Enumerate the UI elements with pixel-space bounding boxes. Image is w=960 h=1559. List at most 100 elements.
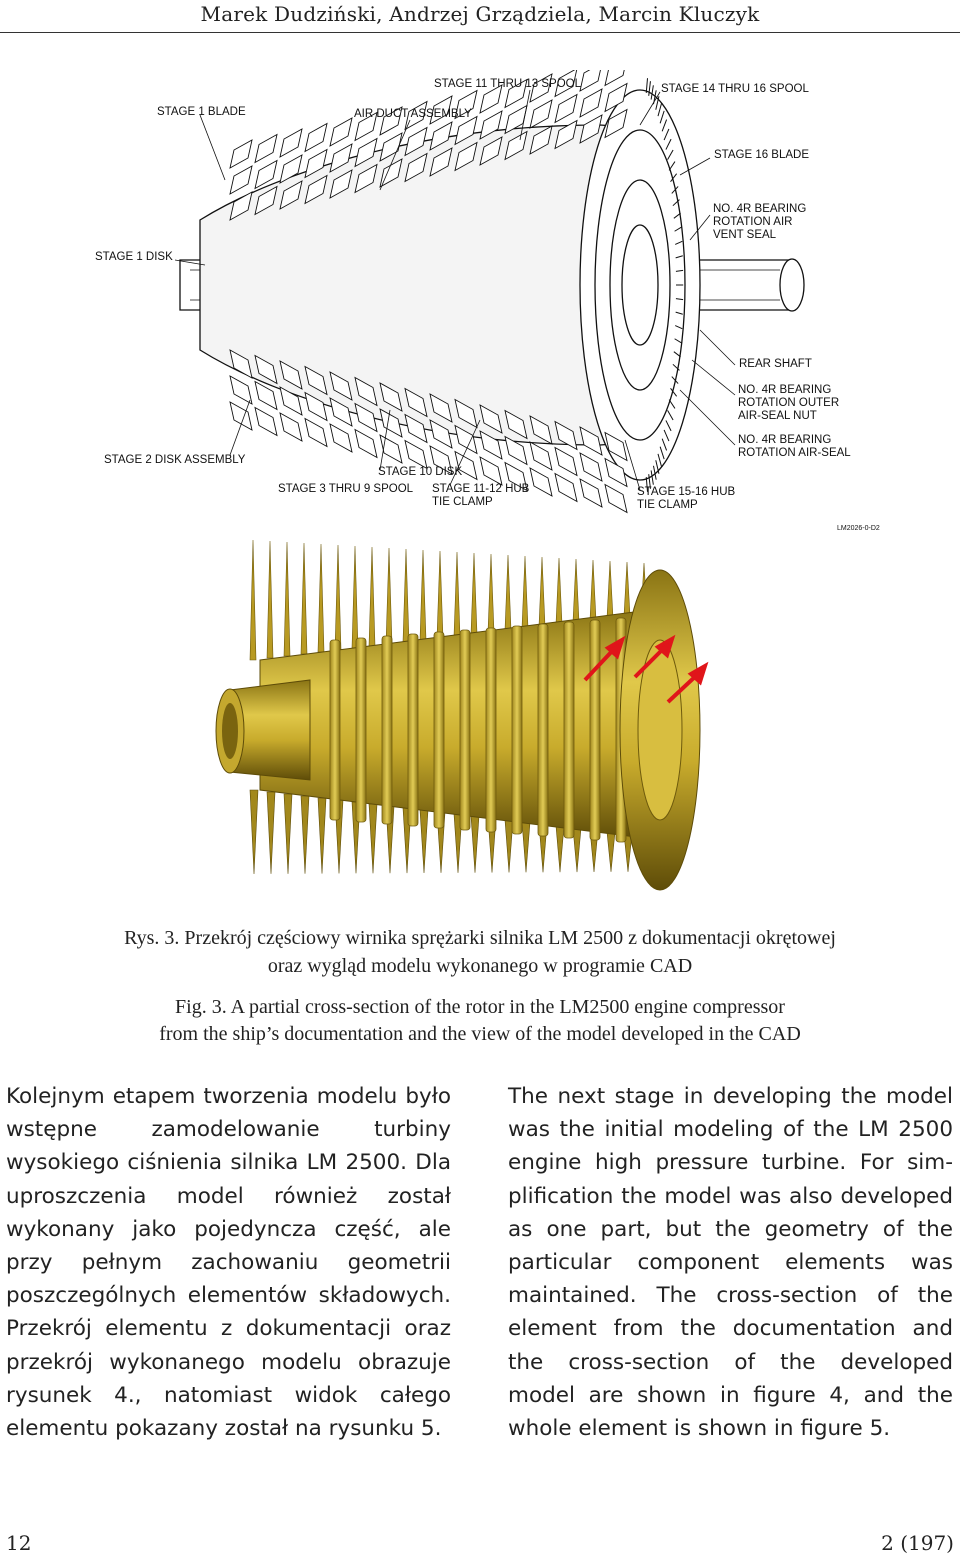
technical-drawing-figure: STAGE 1 BLADE AIR DUCT ASSEMBLY STAGE 11… — [80, 56, 880, 540]
blade-top — [279, 180, 303, 210]
blade-top — [504, 130, 528, 161]
cad-blade-bottom — [283, 793, 293, 874]
disk-tooth — [668, 161, 676, 171]
cad-blade-top — [555, 557, 563, 625]
page-number: 12 — [6, 1531, 32, 1555]
cad-disk — [589, 619, 601, 841]
disk-tooth — [657, 453, 663, 467]
cad-blade-bottom — [606, 831, 616, 872]
blade-top — [579, 62, 603, 92]
cad-blade-top — [487, 553, 495, 633]
disk-tooth — [665, 420, 672, 432]
cad-rotor-render — [215, 539, 709, 891]
disk-tooth — [652, 465, 657, 480]
disk-tooth — [645, 476, 648, 492]
cad-blade-top — [402, 548, 410, 643]
cad-blade-top — [606, 560, 614, 619]
blade-bottom — [379, 382, 403, 412]
rear-disk — [579, 89, 701, 481]
blade-top — [429, 147, 453, 177]
blade-top — [354, 163, 378, 194]
disk-tooth — [667, 410, 674, 421]
blade-bottom — [229, 401, 253, 431]
cad-blade-top — [249, 539, 257, 661]
label-stage3-9-spool: STAGE 3 THRU 9 SPOOL — [278, 483, 414, 495]
blade-top — [429, 121, 453, 151]
blade-bottom — [454, 424, 478, 455]
cad-blade-top — [368, 546, 376, 647]
blade-top — [254, 185, 278, 216]
disk-tooth — [663, 429, 670, 442]
blade-top — [429, 95, 453, 125]
blade-top — [504, 78, 528, 109]
cad-model-figure — [190, 539, 750, 905]
disk-tooth — [648, 81, 651, 96]
blade-top — [479, 110, 503, 140]
blade-bottom — [304, 391, 328, 422]
header-rule — [0, 32, 960, 33]
caption-pl-line2: oraz wygląd modelu wykonanego w programi… — [267, 955, 693, 977]
label-stage14-16-spool: STAGE 14 THRU 16 SPOOL — [661, 83, 809, 95]
label-stage16-blade: STAGE 16 BLADE — [714, 149, 810, 161]
cad-blade-bottom — [300, 795, 310, 874]
disk-tooth — [663, 128, 670, 141]
cad-blade-bottom — [368, 803, 378, 874]
cad-blade-top — [572, 558, 580, 623]
blade-bottom — [554, 420, 578, 451]
blade-bottom — [504, 409, 528, 440]
blade-bottom — [529, 441, 553, 471]
disk-tooth — [672, 199, 680, 207]
cad-blade-top — [419, 549, 427, 641]
disk-tooth — [674, 338, 682, 344]
label-stage15-16-clamp: STAGE 15-16 HUB TIE CLAMP — [637, 486, 736, 511]
blade-top — [304, 174, 328, 205]
drawing-code: LM2026-0-D2 — [837, 525, 880, 532]
disk-tooth — [672, 363, 680, 371]
cad-blade-bottom — [249, 789, 259, 875]
blade-bottom — [579, 426, 603, 456]
cad-blade-top — [589, 559, 597, 621]
cad-blade-top — [538, 556, 546, 627]
disk-tooth — [673, 212, 681, 219]
disk-tooth — [670, 173, 678, 182]
blade-top — [304, 122, 328, 153]
blade-bottom — [354, 402, 378, 433]
cad-blade-top — [266, 540, 274, 659]
blade-bottom — [229, 375, 253, 405]
blade-bottom — [479, 404, 503, 434]
blade-top — [254, 159, 278, 190]
body-text-polish: Kolejnym etapem tworzenia modelu było ws… — [6, 1084, 451, 1442]
label-bearing-air-seal: NO. 4R BEARING ROTATION AIR-SEAL — [738, 434, 851, 459]
disk-tooth — [648, 474, 651, 489]
blade-top — [554, 93, 578, 124]
blade-top — [554, 119, 578, 150]
label-stage11-12-clamp: STAGE 11-12 HUB TIE CLAMP — [432, 483, 530, 508]
blade-top — [279, 154, 303, 184]
disk-tooth — [661, 438, 668, 451]
blade-top — [454, 89, 478, 120]
blade-bottom — [404, 439, 428, 470]
blade-bottom — [404, 387, 428, 418]
red-arrows — [583, 634, 709, 704]
disk-tooth — [655, 460, 660, 474]
disk-tooth — [671, 186, 679, 194]
blade-bottom — [254, 406, 278, 437]
blade-top — [604, 56, 628, 87]
cad-blade-top — [504, 554, 512, 631]
cad-disk — [537, 623, 549, 837]
blade-top — [604, 82, 628, 113]
blade-bottom — [529, 415, 553, 445]
blade-bottom — [554, 446, 578, 477]
cad-blade-top — [623, 561, 631, 617]
blade-bottom — [379, 434, 403, 464]
blade-top — [379, 132, 403, 162]
cad-blade-bottom — [419, 809, 429, 874]
blade-bottom — [604, 431, 628, 462]
label-stage11-13-spool: STAGE 11 THRU 13 SPOOL — [434, 78, 581, 90]
blade-bottom — [479, 430, 503, 460]
disk-tooth — [645, 78, 648, 94]
blade-top — [329, 169, 353, 199]
blade-bottom — [329, 371, 353, 401]
blade-top — [229, 191, 253, 221]
disk-tooth — [655, 96, 660, 110]
